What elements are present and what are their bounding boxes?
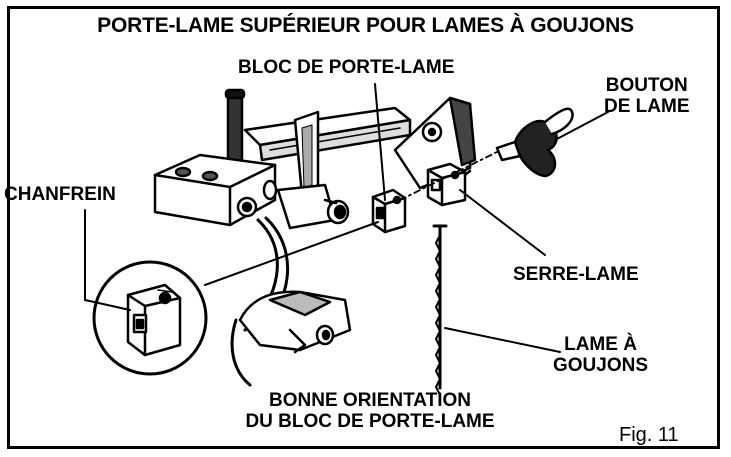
- label-correct-orientation-line2: DU BLOC DE PORTE-LAME: [245, 410, 495, 432]
- blade-holder-block-part: [371, 188, 407, 234]
- upper-housing-block: [153, 153, 278, 227]
- blade-knob-part: [495, 107, 574, 178]
- label-correct-orientation: BONNE ORIENTATION DU BLOC DE PORTE-LAME: [190, 390, 550, 433]
- label-pin-blade: LAME À GOUJONS: [553, 334, 649, 377]
- label-correct-orientation-line1: BONNE ORIENTATION: [269, 390, 471, 411]
- diagram-title: PORTE-LAME SUPÉRIEUR POUR LAMES À GOUJON…: [97, 14, 634, 37]
- lower-guide-assembly: [230, 290, 352, 387]
- vertical-post: [224, 88, 246, 177]
- horizontal-rail: [243, 106, 412, 162]
- label-blade-knob: BOUTON DE LAME: [604, 75, 690, 118]
- leader-lines: [84, 83, 609, 353]
- label-blade-holder-block: BLOC DE PORTE-LAME: [238, 57, 455, 78]
- label-blade-knob-line2: DE LAME: [604, 95, 690, 117]
- blade-clamp-part: [426, 162, 472, 207]
- label-pin-blade-line2: GOUJONS: [553, 354, 649, 376]
- label-blade-clamp: SERRE-LAME: [513, 264, 639, 285]
- assembly-axis: [399, 151, 498, 201]
- label-pin-blade-line1: LAME À: [564, 334, 637, 355]
- label-chamfer: CHANFREIN: [4, 184, 116, 205]
- figure-number: Fig. 11: [619, 424, 679, 446]
- guide-arm: [276, 110, 350, 230]
- magnified-inset: [92, 260, 208, 376]
- label-blade-knob-line1: BOUTON: [605, 75, 688, 96]
- pin-end-blade: [432, 224, 448, 396]
